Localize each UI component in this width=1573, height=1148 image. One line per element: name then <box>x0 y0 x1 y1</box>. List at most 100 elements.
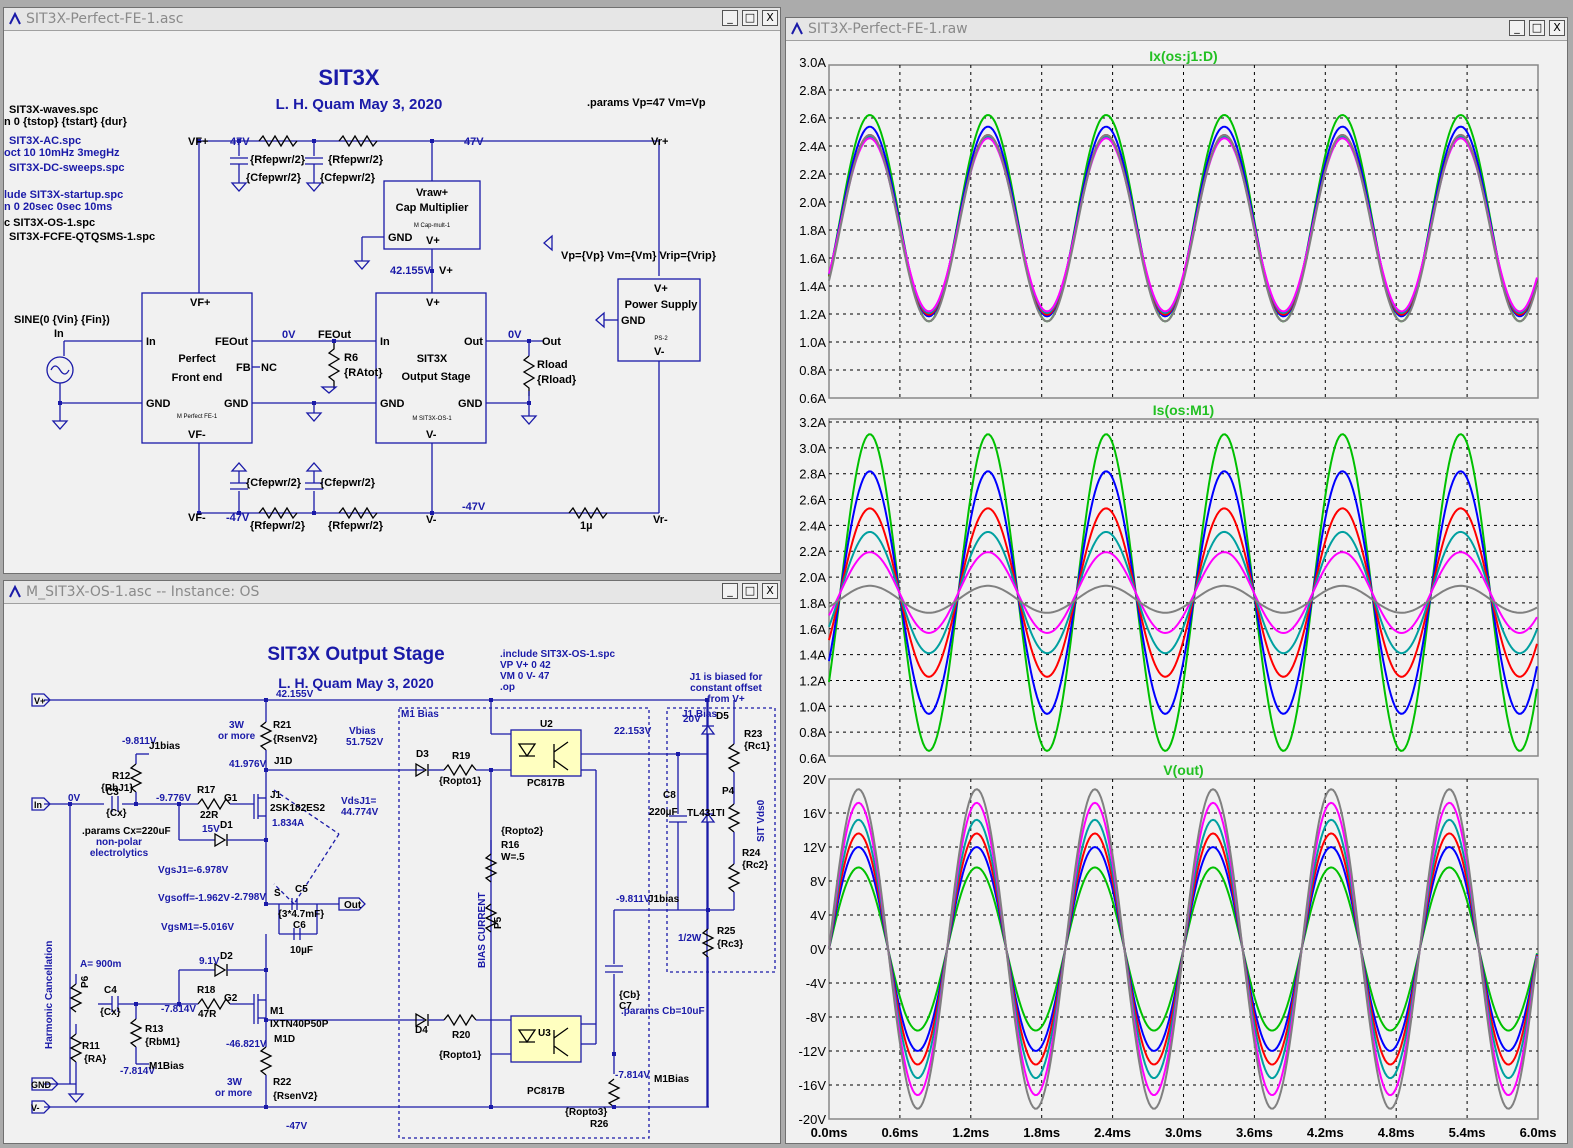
pin-label: V- <box>654 346 665 358</box>
current-label: 1.834A <box>272 818 304 829</box>
port-label: V- <box>31 1103 40 1113</box>
pin-label: GND <box>380 398 405 410</box>
plot-pane[interactable]: 3.2A3.0A2.8A2.6A2.4A2.2A2.0A1.8A1.6A1.4A… <box>799 402 1539 766</box>
y-tick-label: 2.4A <box>799 139 826 154</box>
trace-series-5[interactable] <box>828 551 1538 635</box>
x-tick-label: 2.4ms <box>1094 1125 1131 1140</box>
resistor-value: 47R <box>198 1009 217 1020</box>
cap-value: {Cx} <box>106 808 127 819</box>
schematic-canvas[interactable]: SIT3X L. H. Quam May 3, 2020 .params Vp=… <box>4 31 780 573</box>
window-title: SIT3X-Perfect-FE-1.raw <box>808 21 968 37</box>
trace-series-3[interactable] <box>828 507 1538 678</box>
y-tick-label: 2.6A <box>799 493 826 508</box>
y-tick-label: 1.8A <box>799 596 826 611</box>
param-label: A= 900m <box>80 959 122 970</box>
net-label: G2 <box>224 993 238 1004</box>
titlebar[interactable]: SIT3X-Perfect-FE-1.asc _ □ X <box>4 8 780 31</box>
top-schematic-drawing[interactable]: SIT3X L. H. Quam May 3, 2020 .params Vp=… <box>4 31 780 573</box>
top-schematic-window[interactable]: SIT3X-Perfect-FE-1.asc _ □ X <box>3 7 781 574</box>
trace-series-6[interactable] <box>828 788 1538 1110</box>
note-text: electrolytics <box>90 848 149 859</box>
resistor-value: {RbM1} <box>145 1037 180 1048</box>
part-name: U2 <box>540 719 553 730</box>
part-name: U3 <box>538 1028 551 1039</box>
net-label: M1Bias <box>149 1061 184 1072</box>
net-label: Vr- <box>653 514 668 526</box>
y-tick-label: 3.0A <box>799 55 826 70</box>
net-label: M1D <box>274 1034 295 1045</box>
close-button[interactable]: X <box>1549 20 1565 36</box>
resistor-value: 1µ <box>580 520 592 532</box>
minimize-button[interactable]: _ <box>722 10 738 26</box>
part-name: J1 <box>270 790 282 801</box>
port-label: GND <box>31 1080 52 1090</box>
minimize-button[interactable]: _ <box>722 583 738 599</box>
net-label: FEOut <box>318 329 351 341</box>
trace-title[interactable]: Is(os:M1) <box>1153 402 1214 418</box>
y-tick-label: 2.8A <box>799 83 826 98</box>
net-label: J1D <box>274 756 292 767</box>
voltage-label: VgsJ1=-6.978V <box>158 865 229 876</box>
trace-series-6[interactable] <box>828 133 1538 323</box>
voltage-label: -9.776V <box>156 793 191 804</box>
part-name: D1 <box>220 820 233 831</box>
net-label: V- <box>426 514 437 526</box>
voltage-label: 44.774V <box>341 807 379 818</box>
bottom-schematic-window[interactable]: M_SIT3X-OS-1.asc -- Instance: OS _ □ X <box>3 580 781 1144</box>
trace-title[interactable]: V(out) <box>1163 762 1203 778</box>
trace-title[interactable]: Ix(os:j1:D) <box>1149 48 1217 64</box>
voltage-label: 0V <box>282 329 296 341</box>
resistor-value: {RsenV2} <box>273 734 318 745</box>
pin-label: FEOut <box>215 336 248 348</box>
trace-series-2[interactable] <box>828 470 1538 715</box>
maximize-button[interactable]: □ <box>1529 20 1545 36</box>
titlebar[interactable]: SIT3X-Perfect-FE-1.raw _ □ X <box>786 18 1567 41</box>
trace-series-5[interactable] <box>828 137 1538 313</box>
pin-label: In <box>380 336 390 348</box>
trace-series-4[interactable] <box>828 530 1538 655</box>
maximize-button[interactable]: □ <box>742 583 758 599</box>
trace-series-1[interactable] <box>828 433 1538 752</box>
resistor-name: R24 <box>742 848 761 859</box>
box-label: J1 Bias <box>682 709 717 720</box>
cap-value: {Cx} <box>100 1007 121 1018</box>
y-tick-label: 2.6A <box>799 111 826 126</box>
net-label: VF- <box>188 512 206 524</box>
directive-line: .op <box>500 682 515 693</box>
cap-name: C8 <box>663 790 676 801</box>
plot-pane[interactable]: 3.0A2.8A2.6A2.4A2.2A2.0A1.8A1.6A1.4A1.2A… <box>799 48 1539 406</box>
y-tick-label: -8V <box>806 1010 827 1025</box>
note-text: 1/2W <box>678 933 702 944</box>
maximize-button[interactable]: □ <box>742 10 758 26</box>
output-stage-drawing[interactable]: SIT3X Output Stage L. H. Quam May 3, 202… <box>4 604 780 1143</box>
trace-series-6[interactable] <box>828 584 1538 614</box>
part-value: 2SK182ES2 <box>270 803 325 814</box>
directive-line: .include SIT3X-OS-1.spc <box>500 649 615 660</box>
voltage-label: 22.153V <box>614 726 652 737</box>
pin-label: GND <box>146 398 171 410</box>
resistor-value: {RAtot} <box>344 367 383 379</box>
net-label: J1bias <box>149 741 181 752</box>
schematic-canvas[interactable]: SIT3X Output Stage L. H. Quam May 3, 202… <box>4 604 780 1143</box>
voltage-label: 47V <box>464 136 484 148</box>
ltspice-icon <box>9 584 21 598</box>
y-tick-label: 2.2A <box>799 167 826 182</box>
capmult-label: Vraw+ <box>416 187 448 199</box>
pin-label: V+ <box>426 235 440 247</box>
directive-line: SIT3X-AC.spc <box>9 135 81 147</box>
titlebar[interactable]: M_SIT3X-OS-1.asc -- Instance: OS _ □ X <box>4 581 780 604</box>
x-tick-label: 4.2ms <box>1307 1125 1344 1140</box>
minimize-button[interactable]: _ <box>1509 20 1525 36</box>
close-button[interactable]: X <box>762 583 778 599</box>
pin-label: GND <box>458 398 483 410</box>
waveform-window[interactable]: SIT3X-Perfect-FE-1.raw _ □ X 3.0A 2.8A 2.6… <box>785 17 1568 1144</box>
close-button[interactable]: X <box>762 10 778 26</box>
cap-value: 10µF <box>290 945 313 956</box>
y-tick-label: 1.6A <box>799 622 826 637</box>
waveform-plot[interactable]: 3.0A2.8A2.6A2.4A2.2A2.0A1.8A1.6A1.4A1.2A… <box>786 41 1567 1143</box>
voltage-label: 51.752V <box>346 737 384 748</box>
resistor-value: {Rc2} <box>742 860 768 871</box>
voltage-label: 15V <box>202 824 220 835</box>
